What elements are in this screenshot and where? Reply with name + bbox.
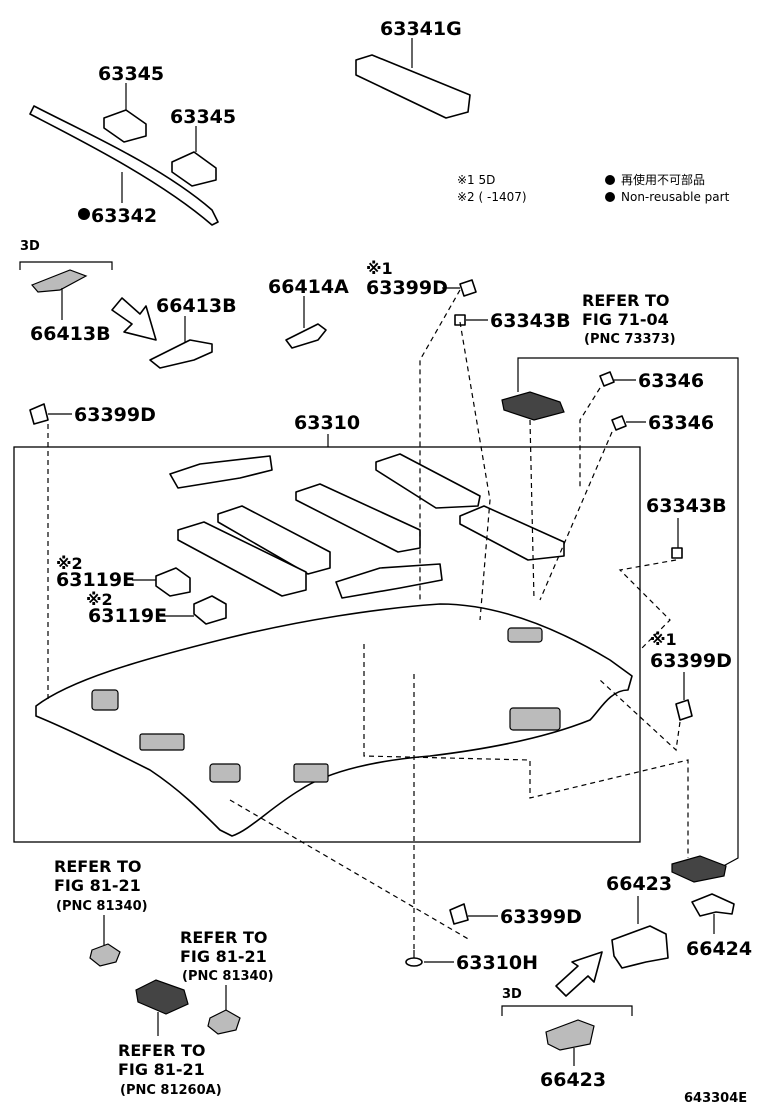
refer-b-line3[interactable]: (PNC 81340) (182, 969, 274, 984)
part-63345-b[interactable] (171, 126, 217, 187)
label-63310H: 63310H (456, 952, 538, 974)
part-room-lamp-top[interactable] (501, 391, 565, 421)
label-63119E-a-mark: ※2 (56, 554, 83, 573)
part-63399D-bottom[interactable] (449, 903, 498, 925)
refer-c-line1[interactable]: REFER TO (118, 1041, 206, 1060)
refer-top-line3[interactable]: (PNC 73373) (584, 332, 676, 347)
part-room-lamp-right[interactable] (671, 855, 727, 883)
label-63346-a: 63346 (638, 370, 704, 392)
label-66424: 66424 (686, 938, 752, 960)
part-pad-center-low[interactable] (335, 563, 443, 599)
label-63119E-b: 63119E (88, 605, 167, 627)
part-63342[interactable] (29, 105, 219, 226)
label-63310: 63310 (294, 412, 360, 434)
part-pad-left-1[interactable] (177, 521, 307, 597)
part-pad-center[interactable] (295, 483, 421, 553)
label-63399D-bottom: 63399D (500, 906, 582, 928)
non-reusable-dot-63342 (78, 208, 90, 220)
label-63345-b: 63345 (170, 106, 236, 128)
part-66413B[interactable] (149, 316, 213, 369)
part-63310H[interactable] (405, 950, 454, 967)
part-pad-right-2[interactable] (459, 505, 565, 561)
label-63119E-b-mark: ※2 (86, 590, 113, 609)
label-63345-a: 63345 (98, 63, 164, 85)
label-3d-left: 3D (20, 239, 40, 254)
legend-dot-en (605, 192, 615, 202)
label-66413B-b: 66413B (156, 295, 237, 317)
refer-a-line3[interactable]: (PNC 81340) (56, 899, 148, 914)
refer-a-line1[interactable]: REFER TO (54, 857, 142, 876)
part-lamp-81340-a[interactable] (89, 943, 121, 967)
refer-b-line1[interactable]: REFER TO (180, 928, 268, 947)
refer-a-line2[interactable]: FIG 81-21 (54, 876, 141, 895)
label-63119E-a: 63119E (56, 569, 135, 591)
diagram-id-code: 643304E (684, 1091, 747, 1106)
label-63342: 63342 (91, 205, 157, 227)
part-66414A[interactable] (285, 296, 327, 349)
legend-jp: 再使用不可部品 (621, 172, 705, 187)
label-66423-a: 66423 (606, 873, 672, 895)
label-63399D-right: 63399D (650, 650, 732, 672)
part-63119E-b[interactable] (160, 595, 227, 625)
part-63399D-top[interactable] (442, 279, 477, 297)
assembly-frame-63310 (13, 446, 641, 843)
part-66413B-3d[interactable] (30, 269, 88, 320)
part-63343B-right[interactable] (671, 518, 683, 559)
label-63399D-top: 63399D (366, 277, 448, 299)
refer-b-line2[interactable]: FIG 81-21 (180, 947, 267, 966)
part-map-lamp-81260A[interactable] (135, 979, 189, 1036)
label-63346-b: 63346 (648, 412, 714, 434)
part-63341G[interactable] (355, 38, 471, 119)
legend-note1: ※1 5D (457, 173, 495, 187)
part-66423-3d[interactable] (545, 1019, 595, 1066)
label-66413B-a: 66413B (30, 323, 111, 345)
arrow-left (111, 297, 157, 341)
part-63399D-left[interactable] (29, 403, 72, 425)
label-66414A: 66414A (268, 276, 349, 298)
arrow-right (555, 951, 603, 997)
part-66423[interactable] (611, 896, 669, 969)
part-63346-a[interactable] (599, 371, 636, 387)
legend-note2: ※2 ( -1407) (457, 190, 527, 204)
legend-dot-jp (605, 175, 615, 185)
refer-top-line2[interactable]: FIG 71-04 (582, 310, 669, 329)
legend-en: Non-reusable part (621, 190, 730, 204)
part-63310-headliner[interactable] (35, 603, 633, 837)
part-63346-b[interactable] (611, 415, 646, 431)
part-lamp-81340-b[interactable] (207, 1009, 241, 1035)
label-63399D-top-mark: ※1 (366, 259, 393, 278)
part-pad-right-top[interactable] (375, 453, 481, 509)
label-63343B-right: 63343B (646, 495, 727, 517)
label-3d-right: 3D (502, 987, 522, 1002)
part-pad-left-2[interactable] (217, 505, 331, 575)
label-63399D-right-mark: ※1 (650, 630, 677, 649)
part-pad-row1-left[interactable] (169, 455, 273, 489)
label-66423-b: 66423 (540, 1069, 606, 1091)
refer-c-line2[interactable]: FIG 81-21 (118, 1060, 205, 1079)
part-63345-a[interactable] (103, 83, 147, 143)
label-63341G: 63341G (380, 18, 462, 40)
part-63399D-right[interactable] (675, 672, 693, 721)
label-63399D-left: 63399D (74, 404, 156, 426)
part-66424[interactable] (691, 893, 735, 934)
refer-top-line1[interactable]: REFER TO (582, 291, 670, 310)
refer-c-line3[interactable]: (PNC 81260A) (120, 1083, 222, 1098)
part-63119E-a[interactable] (132, 567, 191, 597)
label-63343B-top: 63343B (490, 310, 571, 332)
